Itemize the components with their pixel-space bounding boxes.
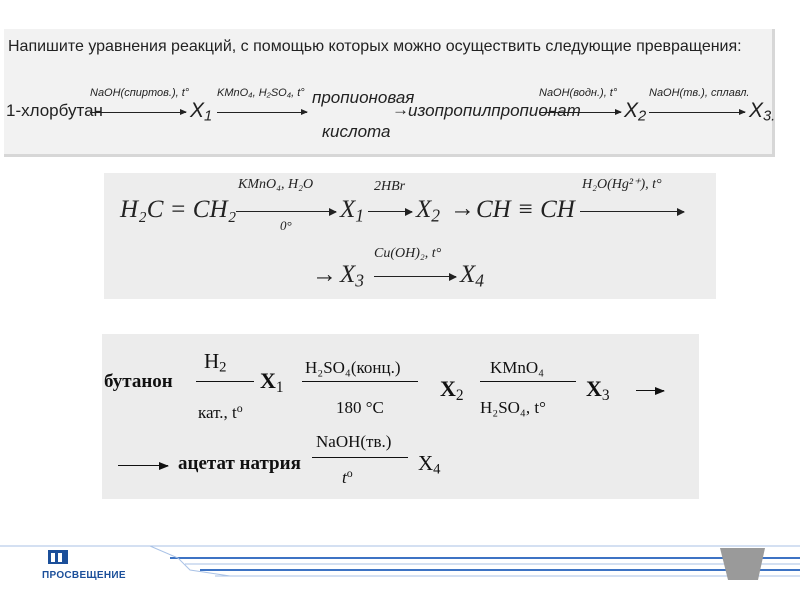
- x3-label: X3: [586, 376, 610, 404]
- x2-label: X2: [624, 99, 647, 125]
- acetylene-formula: CH ≡ CH: [476, 196, 575, 223]
- task-header: Напишите уравнения реакций, с помощью ко…: [8, 38, 742, 55]
- isopropyl-propionate: изопропилпропионат: [408, 101, 581, 120]
- x2-label: X2: [440, 376, 464, 404]
- task-panel-2: H₂C = CH₂ KMnO₄, H₂O 0° X1 2HBr X2 → CH …: [104, 173, 716, 299]
- reaction-arrow: [90, 109, 187, 115]
- propionic-acid-line1: пропионовая: [312, 88, 415, 107]
- reaction-arrow: [118, 460, 169, 471]
- arrow3: →: [450, 195, 475, 222]
- task-panel-3: бутанон H2 кат., to X1 H₂SO₄(конц.) 180 …: [102, 334, 699, 499]
- brand-logo-text: ПРОСВЕЩЕНИЕ: [42, 570, 126, 581]
- x4-label: X4: [418, 451, 441, 478]
- arrow5-label: NaOH(тв.), сплавл.: [649, 87, 750, 99]
- reaction-arrow: [539, 109, 622, 115]
- butanone: бутанон: [104, 371, 173, 392]
- reagent4-top: NaOH(тв.): [316, 432, 392, 451]
- task-panel-1: Напишите уравнения реакций, с помощью ко…: [4, 29, 775, 157]
- reaction-line: [480, 381, 576, 382]
- reagent1-top: H2: [204, 349, 227, 376]
- reaction-line: [302, 381, 418, 382]
- reaction-arrow: [217, 109, 308, 115]
- x2-label: X2: [416, 196, 441, 226]
- reaction-arrow: [368, 206, 413, 218]
- x4-label: X4: [460, 261, 485, 291]
- ethylene-formula: H₂C = CH₂: [120, 196, 237, 223]
- reagent4-bottom: to: [342, 466, 353, 487]
- x3-label: X3: [340, 261, 365, 291]
- x1-label: X1: [190, 99, 213, 125]
- reagent-1-chlorobutane: 1-хлорбутан: [6, 101, 103, 120]
- x1-label: X1: [260, 368, 284, 396]
- footer-decoration: [0, 540, 800, 600]
- arrow1-bottom-label: 0°: [280, 218, 292, 233]
- x1-label: X1: [340, 196, 365, 226]
- arrow5: →: [312, 261, 337, 288]
- reagent2-bottom: 180 °C: [336, 398, 384, 417]
- reaction-line: [312, 457, 408, 458]
- grey-tab: [720, 548, 765, 580]
- reagent3-top: KMnO₄: [490, 358, 545, 377]
- arrow3: →: [392, 100, 409, 119]
- footer-stripes: [0, 545, 800, 580]
- arrow4-label: NaOH(водн.), t°: [539, 87, 618, 99]
- reagent3-bottom: H₂SO₄, t°: [480, 398, 546, 417]
- reaction-arrow: [649, 109, 746, 115]
- arrow1-top-label: KMnO₄, H₂O: [238, 177, 314, 192]
- reaction-line: [196, 381, 254, 382]
- reaction-arrow: [236, 206, 337, 218]
- sodium-acetate: ацетат натрия: [178, 453, 301, 474]
- reaction-arrow: [580, 206, 685, 218]
- x3-label: X3.: [749, 99, 776, 125]
- propionic-acid-line2: кислота: [322, 122, 391, 141]
- reaction-arrow: [374, 271, 457, 283]
- arrow2-top-label: 2HBr: [374, 179, 406, 194]
- arrow2-label: KMnO₄, H₂SO₄, t°: [217, 87, 305, 99]
- arrow1-label: NaOH(спиртов.), t°: [90, 87, 190, 99]
- reaction-arrow: [636, 385, 665, 396]
- arrow4-top-label: H₂O(Hg²⁺), t°: [582, 177, 662, 192]
- reagent2-top: H₂SO₄(конц.): [305, 358, 401, 377]
- reagent1-bottom: кат., to: [198, 401, 243, 422]
- arrow6-top-label: Cu(OH)₂, t°: [374, 246, 442, 261]
